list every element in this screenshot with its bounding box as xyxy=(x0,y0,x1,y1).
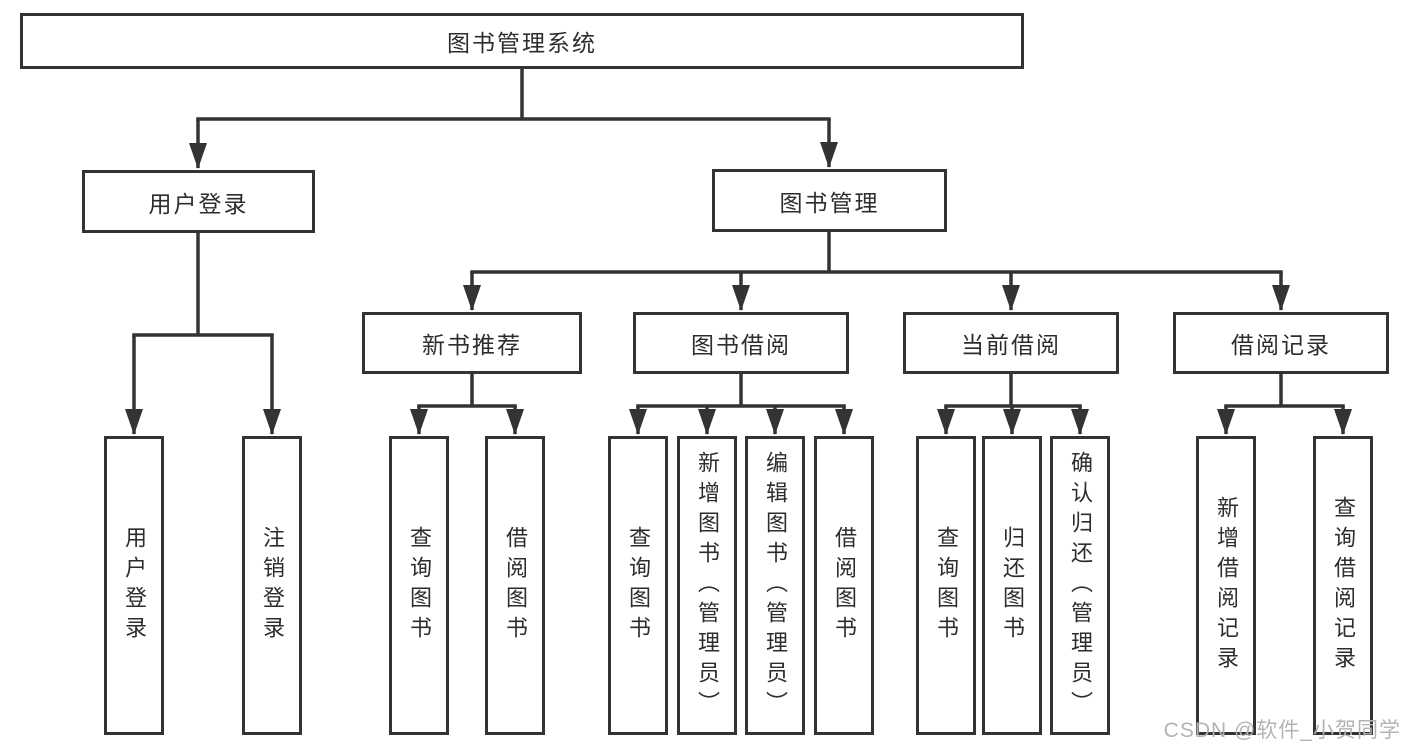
leaf-return-books: 归还图书 xyxy=(982,436,1042,735)
leaf-logout: 注销登录 xyxy=(242,436,302,735)
leaf-edit-books-admin: 编辑图书（管理员） xyxy=(745,436,805,735)
leaf-recommend-query-books: 查询图书 xyxy=(389,436,449,735)
leaf-add-books-admin: 新增图书（管理员） xyxy=(677,436,737,735)
leaf-borrow-query-books: 查询图书 xyxy=(608,436,668,735)
leaf-query-borrow-record: 查询借阅记录 xyxy=(1313,436,1373,735)
leaf-confirm-return-admin: 确认归还（管理员） xyxy=(1050,436,1110,735)
node-new-book-recommend: 新书推荐 xyxy=(362,312,582,374)
csdn-watermark: CSDN @软件_小贺同学 xyxy=(1163,719,1401,742)
node-borrow-records: 借阅记录 xyxy=(1173,312,1389,374)
leaf-user-login: 用户登录 xyxy=(104,436,164,735)
leaf-add-borrow-record: 新增借阅记录 xyxy=(1196,436,1256,735)
node-root-system: 图书管理系统 xyxy=(20,13,1024,69)
node-user-login: 用户登录 xyxy=(82,170,315,233)
leaf-borrow-books: 借阅图书 xyxy=(814,436,874,735)
node-book-management: 图书管理 xyxy=(712,169,947,232)
leaf-recommend-borrow-books: 借阅图书 xyxy=(485,436,545,735)
node-current-borrow: 当前借阅 xyxy=(903,312,1119,374)
leaf-current-query-books: 查询图书 xyxy=(916,436,976,735)
node-book-borrow: 图书借阅 xyxy=(633,312,849,374)
